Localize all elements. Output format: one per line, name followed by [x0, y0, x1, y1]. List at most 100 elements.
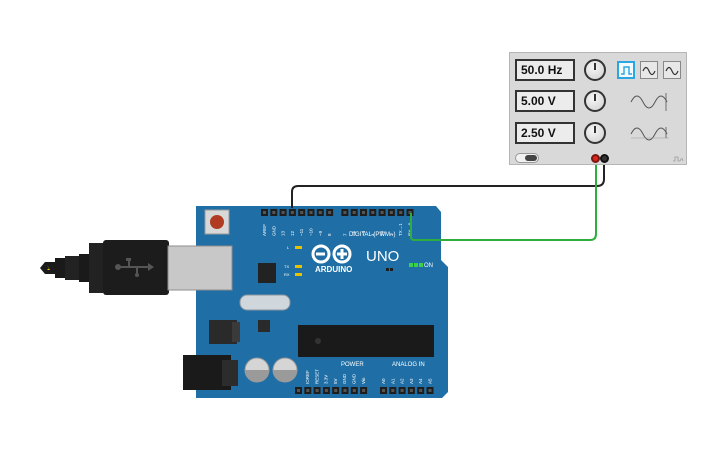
arduino-logo: [311, 244, 352, 264]
pin-label: 3.3V: [324, 375, 329, 384]
led-rx: [295, 273, 302, 276]
pin-label: A1: [390, 378, 395, 384]
header-pin-hole: [362, 211, 365, 214]
usb-chip: [258, 263, 276, 283]
header-pin-hole: [409, 389, 413, 392]
amplitude-graphic-icon: [630, 93, 668, 111]
square-wave-button[interactable]: [617, 61, 635, 79]
lightning-icon: [47, 265, 51, 273]
header-pin-hole: [318, 211, 322, 214]
header-pin-hole: [389, 211, 393, 214]
pin-label: A3: [409, 378, 414, 384]
amplitude-knob[interactable]: [584, 90, 606, 112]
frequency-field[interactable]: 50.0 Hz: [515, 59, 575, 81]
dc-offset-knob[interactable]: [584, 122, 606, 144]
usb-b-port: [167, 245, 233, 291]
header-pin-hole: [300, 211, 304, 214]
analog-in-label: ANALOG IN: [392, 362, 425, 368]
header-pin-hole: [343, 211, 347, 214]
negative-terminal[interactable]: [600, 154, 609, 163]
pin-label: ~6: [352, 230, 357, 236]
triangle-wave-icon: [665, 66, 679, 76]
usb-cable[interactable]: [40, 240, 169, 295]
pin-label: GND: [271, 225, 276, 236]
header-pin-hole: [380, 211, 384, 214]
header-pin-hole: [352, 211, 356, 214]
header-pin-hole: [391, 389, 395, 392]
icsp-header: [386, 268, 393, 271]
pin-label: IOREF: [305, 370, 310, 384]
led-tx: [295, 265, 302, 268]
uno-model-label: UNO: [366, 248, 400, 265]
led-l-label: L: [287, 245, 290, 250]
header-pin-hole: [408, 211, 412, 214]
sine-wave-button[interactable]: [640, 61, 658, 79]
led-tx-label: TX: [284, 264, 290, 269]
power-pin-header[interactable]: [295, 387, 368, 394]
frequency-knob[interactable]: [584, 59, 606, 81]
pin-label: A4: [418, 378, 423, 384]
header-pin-hole: [297, 389, 300, 392]
header-pin-hole: [309, 211, 313, 214]
generator-logo-icon: [673, 156, 684, 162]
header-pin-hole: [362, 389, 366, 392]
header-pin-hole: [315, 389, 319, 392]
pin-label: 12: [290, 230, 295, 236]
header-pin-hole: [263, 211, 266, 214]
digital-pin-header[interactable]: [261, 209, 414, 216]
pin-label: ~3: [380, 230, 385, 236]
header-pin-hole: [272, 211, 276, 214]
header-pin-hole: [400, 389, 404, 392]
analog-pin-header[interactable]: [380, 387, 434, 394]
amplitude-field[interactable]: 5.00 V: [515, 90, 575, 112]
pin-label: ~9: [318, 230, 323, 236]
on-led: [409, 263, 413, 267]
header-pin-hole: [428, 389, 432, 392]
signal-wire[interactable]: [410, 160, 597, 241]
header-pin-hole: [328, 211, 332, 214]
ground-wire[interactable]: [291, 160, 605, 208]
pin-label: Vin: [361, 377, 366, 384]
header-pin-hole: [399, 211, 403, 214]
header-pin-hole: [281, 211, 285, 214]
header-pin-hole: [343, 389, 347, 392]
capacitor: [272, 357, 298, 383]
pin-label: 13: [281, 230, 286, 236]
offset-graphic-icon: [630, 127, 669, 141]
dc-offset-field[interactable]: 2.50 V: [515, 122, 575, 144]
power-toggle[interactable]: [515, 153, 539, 163]
header-pin-hole: [352, 389, 356, 392]
function-generator[interactable]: 50.0 Hz 5.00 V 2.50 V: [509, 52, 687, 165]
pin-label: A5: [428, 378, 433, 384]
pin-label: AREF: [262, 224, 267, 236]
pin-label: A2: [400, 378, 405, 384]
pin-label: 8: [327, 233, 332, 236]
triangle-wave-button[interactable]: [663, 61, 681, 79]
pin-label: ~10: [309, 228, 314, 236]
pin-label: GND: [352, 373, 357, 384]
reset-button-cap[interactable]: [210, 215, 224, 229]
small-chip: [258, 320, 270, 332]
pin-label: ~11: [299, 228, 304, 236]
arduino-brand-label: ARDUINO: [315, 265, 353, 274]
header-pin-hole: [306, 389, 310, 392]
header-pin-hole: [419, 389, 423, 392]
pin-label: RESET: [314, 369, 319, 384]
pin-label: 7: [342, 233, 347, 236]
pin-label: ~5: [361, 230, 366, 236]
pin-label: 2: [389, 233, 394, 236]
pin-label: TX→1: [398, 223, 403, 236]
header-pin-hole: [371, 211, 375, 214]
positive-terminal[interactable]: [591, 154, 600, 163]
header-pin-hole: [382, 389, 385, 392]
led-l: [295, 246, 302, 249]
pin-label: 4: [370, 233, 375, 236]
header-pin-hole: [334, 389, 338, 392]
crystal-oscillator: [239, 294, 291, 311]
header-pin-hole: [324, 389, 328, 392]
arduino-uno-board[interactable]: [167, 206, 448, 398]
usb-icon: [115, 258, 154, 277]
